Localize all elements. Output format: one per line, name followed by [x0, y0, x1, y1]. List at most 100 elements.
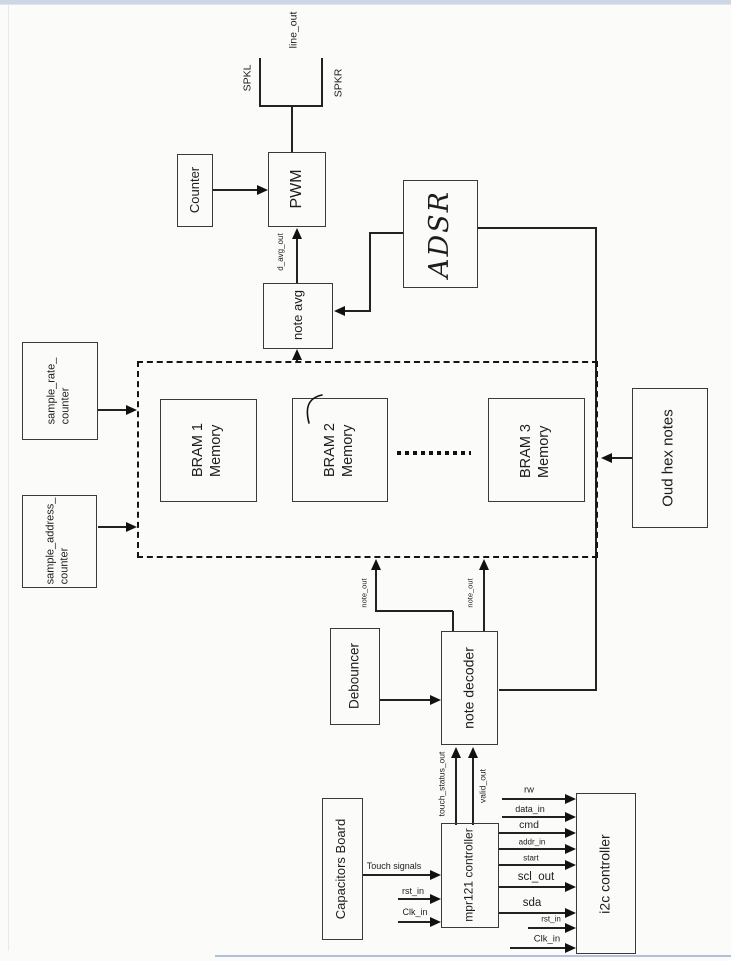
d-avg-out-label: d_avg_out: [276, 233, 285, 271]
arrowhead-rw: [565, 794, 576, 804]
wire-pwm-to-speaker: [291, 107, 293, 152]
wire-brambox-to-noteavg: [296, 358, 298, 362]
wire-adsr-out-seg1: [371, 232, 404, 234]
adsr-label: ADSR: [424, 190, 456, 278]
data-in-label: data_in: [515, 804, 545, 814]
arrowhead-i2c-clk-in: [565, 943, 576, 953]
arrowhead-addr-in: [565, 844, 576, 854]
wire-counter-to-pwm: [213, 189, 258, 191]
wire-adsr-out-seg3: [344, 310, 371, 312]
i2c-clk-in-label: Clk_in: [533, 933, 561, 945]
bram2-block: [292, 398, 388, 502]
wire-touch-signals: [363, 874, 430, 876]
wire-i2c-clk-in: [510, 947, 565, 949]
pwm-block: [268, 152, 326, 227]
wire-touch-status-out: [455, 757, 457, 825]
mpr121-controller-label: mpr121 controller: [461, 828, 476, 922]
i2c-controller-block: [576, 793, 636, 954]
speaker-bracket-left: [259, 58, 261, 107]
mpr121-controller-block: [441, 823, 499, 928]
arrowhead-i2c-rst-in: [565, 923, 576, 933]
capacitors-board-block: [322, 798, 363, 940]
sample-rate-counter-block: [22, 342, 98, 440]
debouncer-block: [330, 628, 380, 725]
addr-in-label: addr_in: [518, 837, 546, 847]
arrowhead-noteout2: [479, 559, 489, 570]
wire-i2c-rst-in: [528, 927, 565, 929]
arrowhead-noteavg-to-pwm: [292, 228, 302, 239]
spkr-label: SPKR: [332, 68, 345, 98]
sample-rate-counter-label: sample_rate_ counter: [45, 357, 71, 425]
wire-valid-out: [472, 757, 474, 825]
wire-samplerate-to-box: [98, 409, 127, 411]
sda-label: sda: [522, 897, 542, 909]
wire-debouncer-to-notedecoder: [380, 699, 431, 701]
note-decoder-label: note decoder: [460, 647, 477, 729]
cmd-label: cmd: [519, 819, 539, 831]
note-decoder-block: [441, 631, 498, 745]
mpr-rst-in-label: rst_in: [401, 886, 425, 896]
pen-squiggle: [306, 394, 323, 424]
bram1-block: [160, 399, 257, 502]
rw-label: rw: [523, 784, 535, 796]
arrowhead-sda: [565, 908, 576, 918]
arrowhead-noteout1: [371, 559, 381, 570]
arrowhead-valid-out: [468, 747, 478, 758]
arrowhead-sampleaddr: [126, 522, 137, 532]
note-out-left-label: note_out: [359, 578, 369, 608]
wire-rw: [502, 798, 565, 800]
ellipsis-dots: [397, 451, 471, 455]
note-avg-label: note avg: [289, 290, 305, 340]
arrowhead-oud-to-box: [601, 453, 612, 463]
arrowhead-adsr-to-noteavg: [334, 306, 345, 316]
adsr-block: [403, 180, 478, 288]
speaker-bracket-right: [321, 58, 323, 107]
wire-noteout1-c: [375, 570, 377, 612]
mpr-clk-in-label: Clk_in: [402, 907, 428, 917]
wire-data-in: [502, 816, 565, 818]
start-label: start: [523, 853, 539, 863]
arrowhead-mpr-clk-in: [430, 917, 441, 927]
oud-hex-notes-block: [632, 388, 708, 528]
arrowhead-start: [565, 860, 576, 870]
arrowhead-touch-status-out: [451, 747, 461, 758]
valid-out-label: valid_out: [477, 768, 488, 804]
wire-into-adsr: [478, 227, 597, 229]
arrowhead-counter-to-pwm: [257, 185, 268, 195]
wire-noteout2: [483, 570, 485, 631]
wire-cmd: [499, 832, 565, 834]
wire-start: [499, 864, 565, 866]
wire-mpr-clk-in: [398, 921, 430, 923]
note-avg-block: [263, 283, 333, 349]
i2c-controller-label: i2c controller: [596, 834, 613, 914]
arrowhead-samplerate: [126, 405, 137, 415]
bram3-label: BRAM 3 Memory: [517, 424, 552, 478]
bram-group-box: [137, 361, 598, 558]
note-out-right-label: note_out: [465, 578, 475, 608]
arrowhead-debouncer: [430, 695, 441, 705]
line-out-label: line_out: [287, 11, 300, 49]
arrowhead-mpr-rst-in: [430, 894, 441, 904]
capacitors-board-label: Capacitors Board: [332, 818, 348, 920]
wire-mpr-rst-in: [398, 898, 430, 900]
wire-noteout1-b: [376, 610, 453, 612]
window-top-edge: [0, 0, 731, 5]
debouncer-label: Debouncer: [346, 642, 362, 710]
oud-hex-notes-label: Oud hex notes: [659, 409, 677, 507]
arrowhead-cmd: [565, 828, 576, 838]
bram2-label: BRAM 2 Memory: [321, 423, 356, 477]
wire-addr-in: [499, 848, 565, 850]
counter-block: [177, 154, 213, 227]
spkl-label: SPKL: [241, 64, 254, 92]
wire-oud-to-box: [612, 457, 632, 459]
wire-noteout1-a: [452, 611, 454, 631]
touch-signals-label: Touch signals: [366, 861, 422, 871]
arrowhead-scl-out: [565, 882, 576, 892]
bram1-label: BRAM 1 Memory: [189, 423, 224, 477]
sample-address-counter-block: [22, 495, 97, 588]
wire-notedecoder-right: [499, 689, 597, 691]
wire-scl-out: [499, 886, 565, 888]
wire-sampleaddr-to-box: [98, 526, 127, 528]
arrowhead-brambox-to-noteavg: [292, 349, 302, 360]
